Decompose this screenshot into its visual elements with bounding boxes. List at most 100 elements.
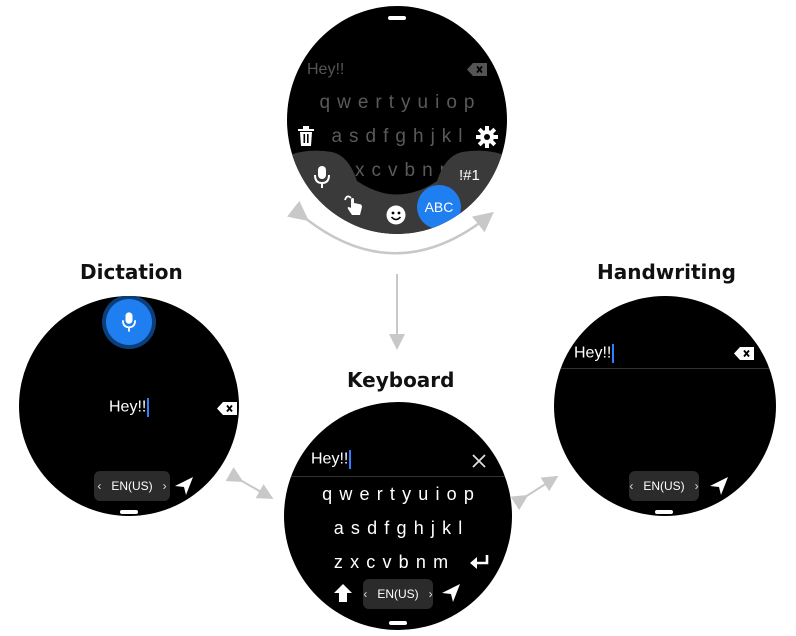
key-m[interactable]: m bbox=[433, 552, 449, 572]
menu-input-text: Hey!! bbox=[307, 61, 345, 78]
keyboard-title: Keyboard bbox=[347, 368, 455, 392]
handwriting-text: Hey!! bbox=[574, 344, 612, 362]
key-g[interactable]: g bbox=[395, 126, 406, 147]
key-r[interactable]: r bbox=[375, 92, 382, 113]
key-o[interactable]: o bbox=[446, 484, 457, 504]
language-selector[interactable]: ‹ EN(US) › bbox=[363, 579, 433, 609]
key-v[interactable]: v bbox=[388, 160, 398, 181]
key-j[interactable]: j bbox=[430, 126, 435, 147]
emoji-icon[interactable] bbox=[386, 205, 406, 225]
send-icon[interactable] bbox=[440, 582, 462, 604]
key-x[interactable]: x bbox=[350, 552, 360, 572]
key-k[interactable]: k bbox=[442, 518, 452, 538]
key-a[interactable]: a bbox=[331, 126, 343, 147]
chevron-left-icon[interactable]: ‹ bbox=[629, 479, 634, 493]
key-w[interactable]: w bbox=[339, 484, 353, 504]
backspace-icon[interactable] bbox=[217, 402, 237, 415]
chevron-left-icon[interactable]: ‹ bbox=[97, 479, 102, 493]
key-h[interactable]: h bbox=[413, 518, 424, 538]
text-cursor bbox=[349, 450, 352, 469]
dictation-mic-button[interactable] bbox=[106, 299, 152, 345]
key-e[interactable]: e bbox=[357, 92, 369, 113]
key-n[interactable]: n bbox=[415, 552, 426, 572]
mic-icon bbox=[122, 312, 136, 332]
dictation-text: Hey!! bbox=[109, 398, 147, 416]
backspace-icon[interactable] bbox=[467, 63, 487, 76]
key-x[interactable]: x bbox=[355, 160, 365, 181]
key-f[interactable]: f bbox=[384, 518, 390, 538]
key-b[interactable]: b bbox=[398, 552, 409, 572]
handwriting-title: Handwriting bbox=[597, 260, 736, 284]
key-d[interactable]: d bbox=[367, 518, 378, 538]
key-v[interactable]: v bbox=[382, 552, 392, 572]
key-h[interactable]: h bbox=[412, 126, 424, 147]
close-icon[interactable] bbox=[472, 454, 486, 468]
chevron-right-icon[interactable]: › bbox=[162, 479, 167, 493]
mic-icon[interactable] bbox=[314, 166, 330, 188]
language-selector[interactable]: ‹ EN(US) › bbox=[94, 471, 170, 501]
key-j[interactable]: j bbox=[430, 518, 435, 538]
key-w[interactable]: w bbox=[337, 92, 351, 113]
handwriting-canvas[interactable] bbox=[554, 369, 776, 469]
key-t[interactable]: t bbox=[389, 484, 395, 504]
keyboard-text-field[interactable]: Hey!! bbox=[311, 450, 352, 469]
key-l[interactable]: l bbox=[458, 126, 463, 147]
key-f[interactable]: f bbox=[383, 126, 389, 147]
trash-icon[interactable] bbox=[297, 126, 315, 146]
key-u[interactable]: u bbox=[418, 484, 429, 504]
key-d[interactable]: d bbox=[365, 126, 377, 147]
key-i[interactable]: i bbox=[435, 484, 440, 504]
key-e[interactable]: e bbox=[359, 484, 370, 504]
key-l[interactable]: l bbox=[458, 518, 463, 538]
handwriting-icon[interactable] bbox=[343, 194, 365, 216]
key-b[interactable]: b bbox=[404, 160, 416, 181]
key-z[interactable]: z bbox=[333, 552, 343, 572]
shift-icon[interactable] bbox=[334, 584, 352, 602]
key-k[interactable]: k bbox=[441, 126, 452, 147]
dictation-text-field[interactable]: Hey!! bbox=[109, 398, 150, 417]
symbols-button[interactable]: !#1 bbox=[459, 167, 480, 184]
key-y[interactable]: y bbox=[401, 92, 411, 113]
chevron-left-icon[interactable]: ‹ bbox=[363, 587, 368, 601]
handwriting-text-field[interactable]: Hey!! bbox=[574, 344, 615, 363]
key-c[interactable]: c bbox=[371, 160, 382, 181]
key-i[interactable]: i bbox=[435, 92, 440, 113]
key-a[interactable]: a bbox=[333, 518, 344, 538]
key-t[interactable]: t bbox=[388, 92, 395, 113]
language-selector[interactable]: ‹ EN(US) › bbox=[629, 471, 699, 501]
key-y[interactable]: y bbox=[402, 484, 412, 504]
language-label: EN(US) bbox=[643, 479, 685, 493]
key-r[interactable]: r bbox=[376, 484, 383, 504]
key-p[interactable]: p bbox=[463, 484, 474, 504]
abc-button-label: ABC bbox=[424, 199, 454, 215]
key-s[interactable]: s bbox=[350, 518, 360, 538]
abc-button[interactable]: ABC bbox=[417, 185, 461, 229]
key-q[interactable]: q bbox=[322, 484, 333, 504]
key-u[interactable]: u bbox=[417, 92, 429, 113]
keyboard-text: Hey!! bbox=[311, 450, 349, 468]
key-s[interactable]: s bbox=[349, 126, 359, 147]
chevron-right-icon[interactable]: › bbox=[694, 479, 699, 493]
language-label: EN(US) bbox=[111, 479, 153, 493]
watch-bottom-pill bbox=[655, 510, 673, 514]
send-icon[interactable] bbox=[173, 475, 195, 497]
backspace-icon[interactable] bbox=[734, 347, 754, 360]
input-divider bbox=[284, 476, 512, 477]
enter-icon[interactable] bbox=[470, 555, 490, 571]
key-p[interactable]: p bbox=[463, 92, 475, 113]
key-c[interactable]: c bbox=[366, 552, 376, 572]
gear-icon[interactable] bbox=[476, 126, 498, 148]
key-g[interactable]: g bbox=[396, 518, 407, 538]
key-o[interactable]: o bbox=[446, 92, 457, 113]
key-n[interactable]: n bbox=[422, 160, 433, 181]
chevron-right-icon[interactable]: › bbox=[428, 587, 433, 601]
key-q[interactable]: q bbox=[319, 92, 331, 113]
dictation-watch: Hey!! ‹ EN(US) › bbox=[19, 296, 239, 516]
send-icon[interactable] bbox=[708, 475, 730, 497]
language-label: EN(US) bbox=[377, 587, 419, 601]
